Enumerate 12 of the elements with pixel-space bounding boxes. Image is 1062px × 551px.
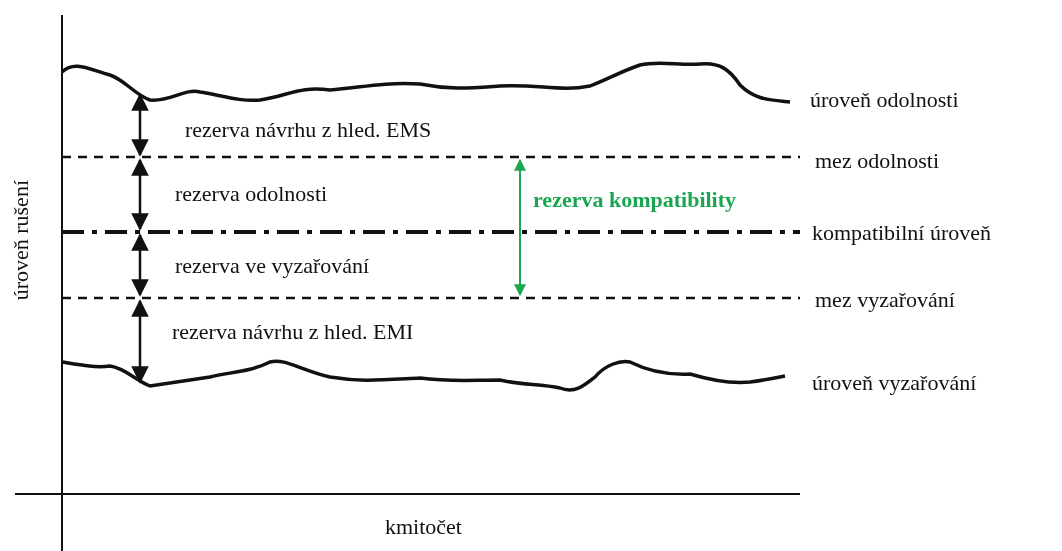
margin-label: rezerva ve vyzařování: [175, 253, 370, 279]
margin-label: rezerva odolnosti: [175, 181, 328, 207]
margin-label: rezerva návrhu z hled. EMI: [172, 319, 414, 345]
axis-label: úroveň rušení: [8, 180, 34, 301]
line-label: mez odolnosti: [815, 148, 940, 174]
margin-label: rezerva kompatibility: [533, 187, 737, 213]
line-label: kompatibilní úroveň: [812, 220, 992, 246]
line-label: úroveň odolnosti: [810, 87, 959, 113]
line-label: mez vyzařování: [815, 287, 955, 313]
axis-label: kmitočet: [385, 514, 462, 540]
line-label: úroveň vyzařování: [812, 370, 977, 396]
margin-label: rezerva návrhu z hled. EMS: [185, 117, 432, 143]
